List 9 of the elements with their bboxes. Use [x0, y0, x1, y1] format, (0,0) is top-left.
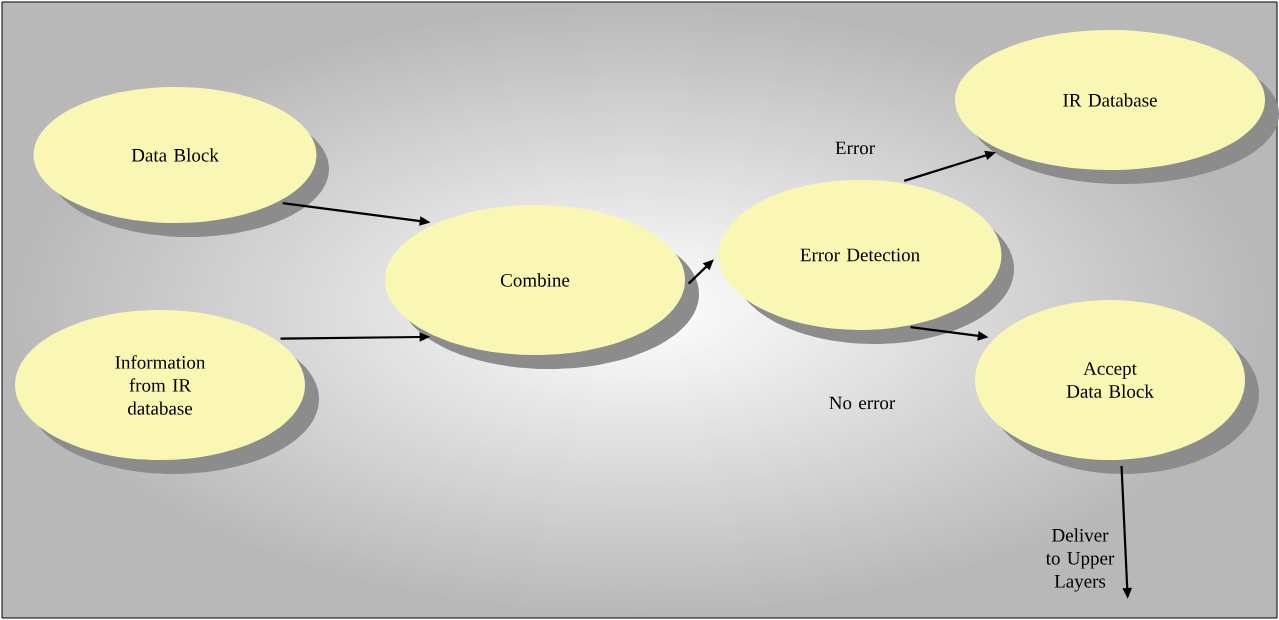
edge-label: No error: [829, 396, 896, 410]
edge-label: Error: [835, 141, 875, 155]
ellipse-node: Combine: [385, 205, 699, 369]
edge-label: Deliver to Upper Layers: [1045, 528, 1115, 592]
ellipse-node: Data Block: [33, 87, 329, 237]
ellipse-node: IR Database: [955, 30, 1279, 184]
ellipse-node: Information from IR database: [15, 310, 319, 474]
ellipse-node: Error Detection: [718, 180, 1014, 344]
ellipse-node: Accept Data Block: [975, 300, 1259, 474]
